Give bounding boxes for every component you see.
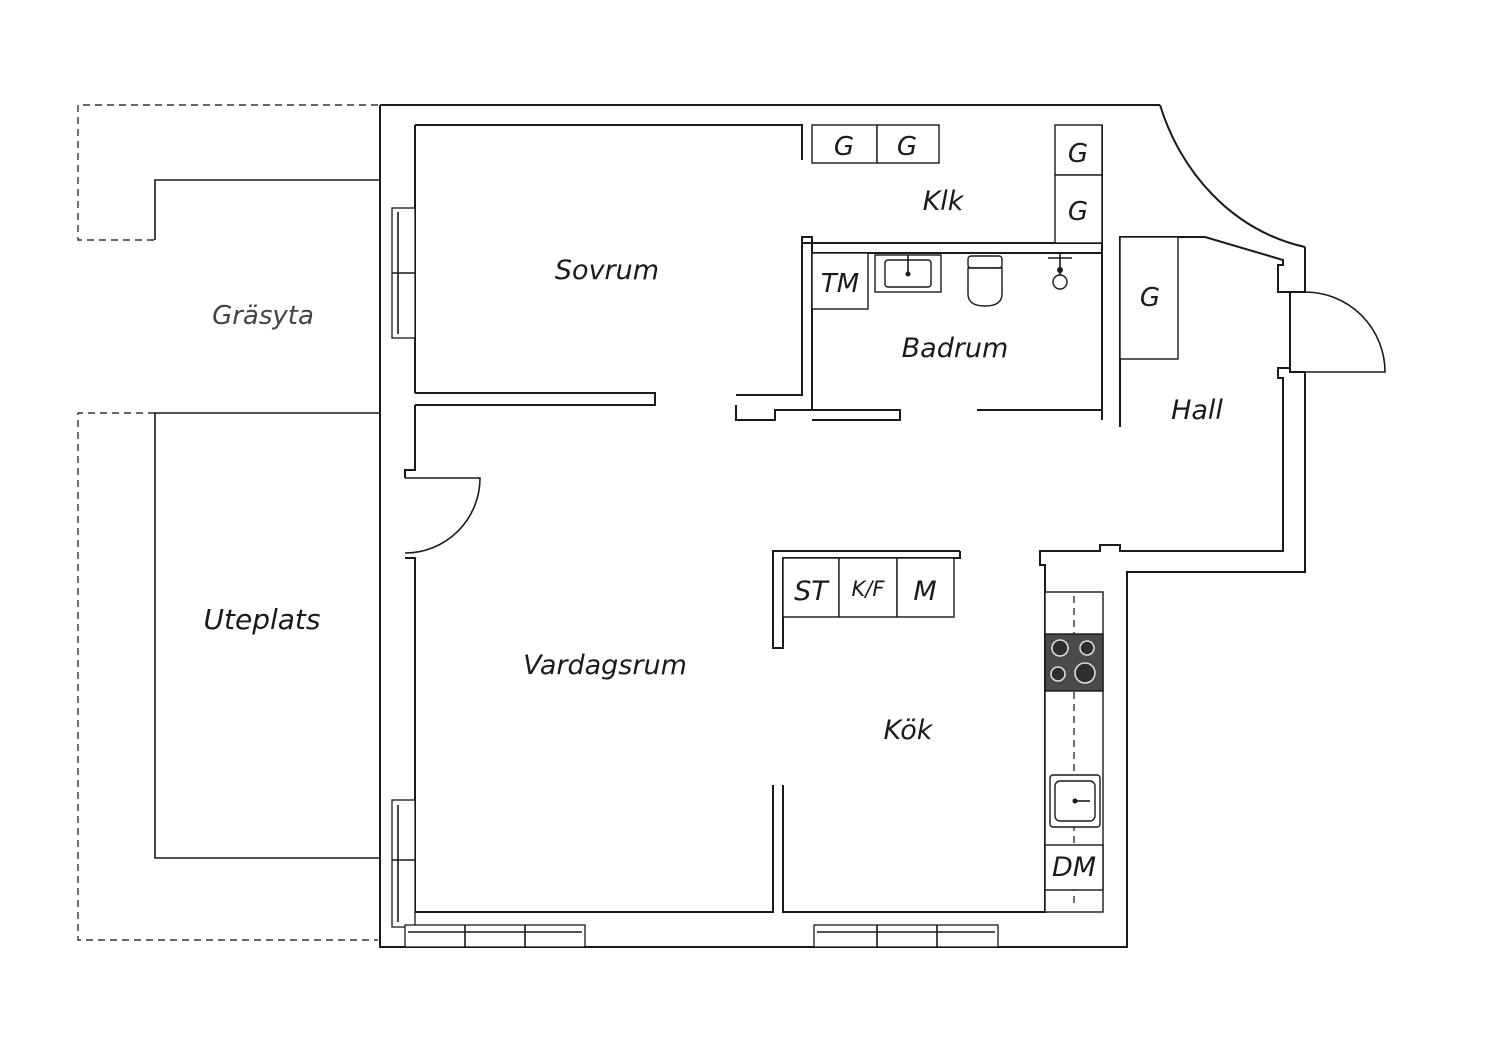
wardrobe-cabinet — [876, 124, 940, 164]
inner-wall-west-lower — [404, 405, 416, 478]
wardrobe-label: G — [1140, 283, 1160, 313]
window-icon — [813, 924, 999, 948]
room-label-kok: Kök — [884, 715, 934, 746]
washing-machine — [811, 252, 869, 310]
bathroom-fixtures: TM — [811, 252, 1072, 310]
windows — [391, 207, 999, 948]
sink-icon — [874, 254, 942, 293]
outer-walls — [379, 104, 1306, 948]
grasyta-boundary — [77, 104, 378, 241]
stove-cabinet-label: ST — [794, 576, 830, 607]
wardrobe-cabinet — [1054, 124, 1103, 176]
inner-wall-south — [782, 367, 1290, 913]
doors — [404, 291, 1386, 554]
microwave-label: M — [913, 576, 936, 607]
dishwasher-label: DM — [1052, 852, 1096, 883]
room-label-vardagsrum: Vardagsrum — [523, 650, 687, 681]
kitchen-island-wall — [772, 550, 961, 649]
window-icon — [404, 924, 586, 948]
door-swing-icon — [1304, 291, 1386, 373]
outdoor-areas — [77, 104, 380, 941]
wardrobe-label: G — [1068, 197, 1088, 227]
room-label-badrum: Badrum — [902, 333, 1009, 364]
toilet-icon — [967, 255, 1003, 307]
door-swing-icon — [404, 477, 481, 554]
inner-wall-north — [415, 124, 803, 160]
room-labels: Sovrum Klk Badrum Hall Vardagsrum Kök Gr… — [204, 186, 1224, 746]
shower-icon — [1048, 254, 1072, 290]
wardrobe-label: G — [834, 132, 854, 162]
area-label-grasyta: Gräsyta — [212, 301, 314, 331]
wardrobe-label: G — [1068, 139, 1088, 169]
area-label-uteplats: Uteplats — [204, 603, 321, 636]
wardrobe-cabinet — [1054, 174, 1103, 244]
room-label-sovrum: Sovrum — [555, 255, 659, 286]
outer-wall-east — [379, 105, 1306, 948]
kitchen-sink-icon — [1049, 774, 1101, 828]
wardrobe-label: G — [897, 132, 917, 162]
room-label-hall: Hall — [1171, 395, 1223, 426]
grasyta-edge — [154, 179, 380, 240]
inner-wall-west-bottom — [405, 557, 774, 913]
window-icon — [391, 799, 416, 928]
kitchen-fixtures: ST K/F M DM — [782, 557, 1104, 913]
wardrobe-cabinet — [1119, 236, 1179, 360]
partition-badrum-south-left — [812, 409, 901, 421]
washing-machine-label: TM — [821, 269, 859, 299]
room-label-klk: Klk — [923, 186, 965, 217]
entrance-door-arc-top — [1159, 104, 1306, 248]
partition-sovrum-south — [415, 392, 656, 406]
partition-badrum-west — [735, 236, 813, 421]
wardrobe-cabinet — [811, 124, 878, 164]
cooktop-icon — [1044, 633, 1104, 692]
microwave — [896, 557, 955, 618]
fridge-freezer-label: K/F — [852, 577, 886, 601]
wardrobes: G G G G G — [811, 124, 1179, 360]
dishwasher — [1044, 844, 1104, 891]
uteplats-dashed-boundary — [77, 412, 378, 941]
uteplats-boundary — [154, 412, 380, 859]
interior-walls — [415, 125, 1103, 649]
